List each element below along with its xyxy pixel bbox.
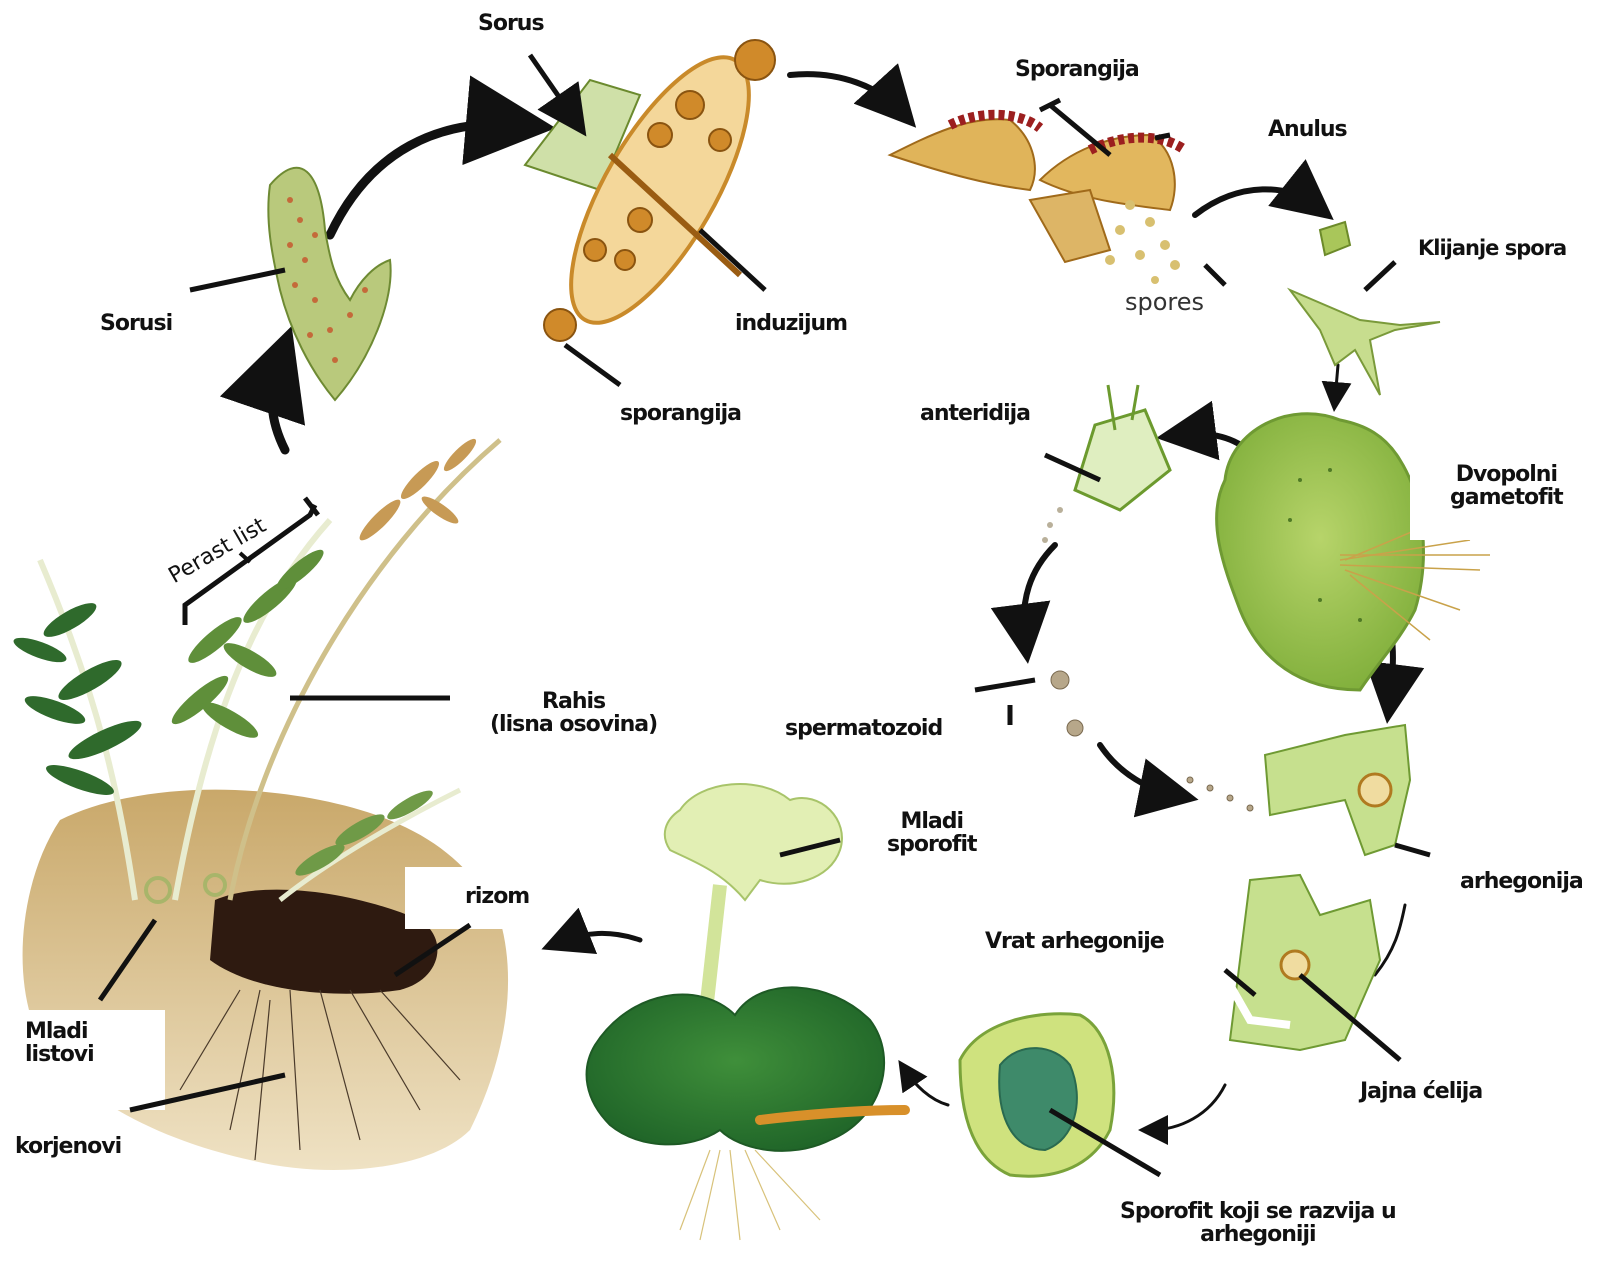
young-sporophyte-illustration xyxy=(587,784,905,1240)
label-jajna-celija: Jajna ćelija xyxy=(1360,1080,1482,1103)
label-spores: spores xyxy=(1125,290,1204,315)
arrow-sperm-to-arhegonija xyxy=(1100,745,1175,795)
archegonium-illustration xyxy=(1230,725,1410,1050)
label-sorus: Sorus xyxy=(478,12,544,35)
leader-sorus xyxy=(530,55,575,120)
label-dvopolni-line2: gametofit xyxy=(1450,486,1563,509)
label-mladi-listovi-line1: Mladi xyxy=(25,1020,94,1043)
label-mladi-listovi-line2: listovi xyxy=(25,1043,94,1066)
label-klijanje-spora: Klijanje spora xyxy=(1418,237,1566,259)
arrow-sorus-to-sporangija xyxy=(790,74,900,110)
label-korjenovi: korjenovi xyxy=(15,1135,121,1158)
label-arhegonija: arhegonija xyxy=(1460,870,1583,893)
arrow-sorusi-to-sorus xyxy=(330,124,520,235)
leader-spores xyxy=(1205,265,1225,285)
label-anulus: Anulus xyxy=(1268,118,1347,141)
leader-arhegonija xyxy=(1395,845,1430,855)
label-rahis: Rahis (lisna osovina) xyxy=(490,690,657,736)
label-sporofit-razvija: Sporofit koji se razvija u arhegoniji xyxy=(1120,1200,1396,1246)
label-rahis-line1: Rahis xyxy=(490,690,657,713)
arrow-germ-down xyxy=(1335,365,1338,400)
leader-sporangija xyxy=(565,345,620,385)
label-spermatozoid: spermatozoid xyxy=(785,717,942,740)
sporangia-illustration xyxy=(890,115,1185,284)
label-sporofit-razvija-line1: Sporofit koji se razvija u xyxy=(1120,1200,1396,1223)
sorus-section-illustration xyxy=(525,33,783,348)
label-sporofit-razvija-line2: arhegoniji xyxy=(1120,1223,1396,1246)
label-mladi-sporofit: Mladi sporofit xyxy=(887,810,977,856)
arrow-anteridija-to-sperm xyxy=(1024,545,1055,640)
arrow-young-to-adult xyxy=(560,933,640,942)
leader-spermatozoid xyxy=(975,680,1035,725)
sorusi-pinna-illustration xyxy=(268,168,390,400)
label-dvopolni-line1: Dvopolni xyxy=(1450,463,1563,486)
arrow-adult-to-sorusi xyxy=(272,360,285,450)
label-rahis-line2: (lisna osovina) xyxy=(490,713,657,736)
label-sporangija-top: Sporangija xyxy=(1015,58,1139,81)
developing-sporophyte-illustration xyxy=(960,1014,1114,1176)
label-sporangija: sporangija xyxy=(620,402,741,425)
label-induzijum: induzijum xyxy=(735,312,847,335)
label-mladi-sporofit-line2: sporofit xyxy=(887,833,977,856)
label-rizom: rizom xyxy=(465,885,529,908)
arrow-developing-to-young xyxy=(905,1070,948,1105)
arrow-arhegonija-down xyxy=(1375,905,1405,975)
label-mladi-sporofit-line1: Mladi xyxy=(887,810,977,833)
arrow-to-developing xyxy=(1150,1085,1225,1130)
label-mladi-listovi: Mladi listovi xyxy=(25,1020,94,1066)
label-vrat-arhegonije: Vrat arhegonije xyxy=(985,930,1164,953)
leader-klijanje xyxy=(1365,262,1395,290)
leader-sorusi xyxy=(190,270,285,290)
leader-induzijum xyxy=(700,230,765,290)
arrow-spores-to-germination xyxy=(1195,189,1315,215)
label-dvopolni-gametofit: Dvopolni gametofit xyxy=(1450,463,1563,509)
label-anteridija: anteridija xyxy=(920,402,1030,425)
label-sorusi: Sorusi xyxy=(100,312,172,335)
